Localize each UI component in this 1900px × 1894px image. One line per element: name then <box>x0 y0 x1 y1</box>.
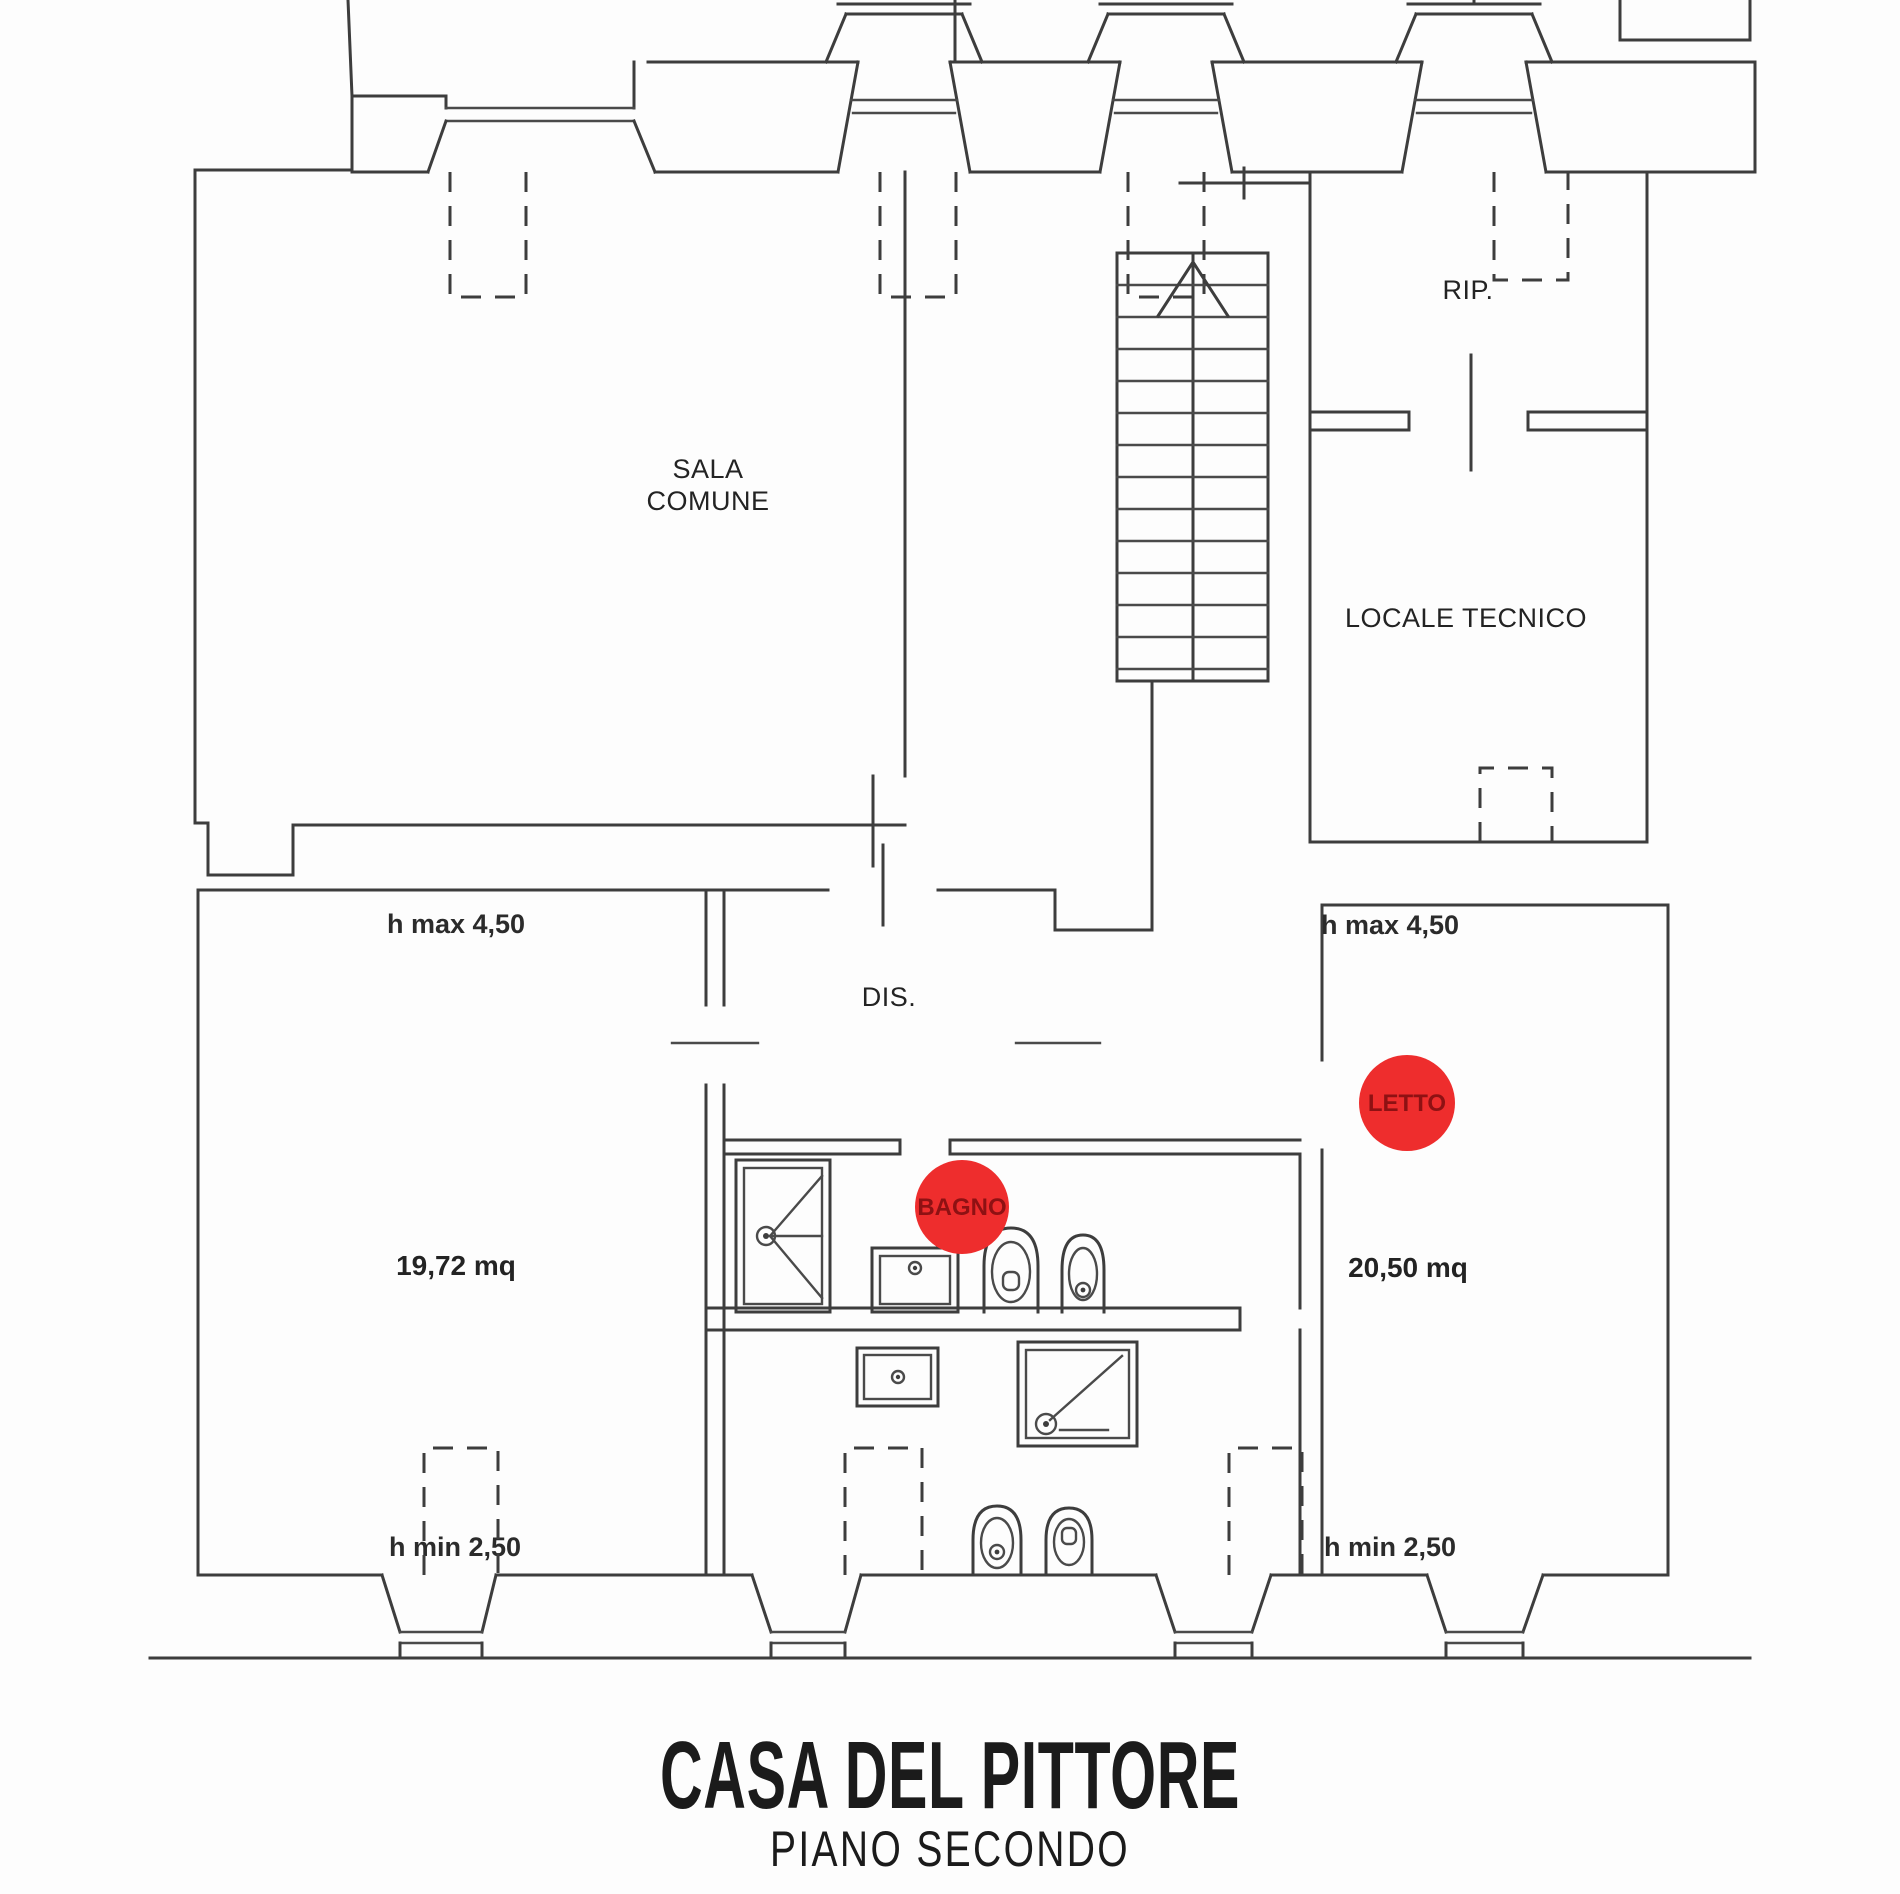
plan-subtitle: PIANO SECONDO <box>770 1821 1130 1877</box>
room-label-dis: DIS. <box>862 982 917 1012</box>
bottom-exterior-wall <box>148 1573 1752 1660</box>
window-bottom-4 <box>1425 1573 1545 1660</box>
window-top-1 <box>426 60 657 174</box>
bathroom-2 <box>843 1340 1139 1575</box>
title-block: CASA DEL PITTORE PIANO SECONDO <box>660 1722 1240 1877</box>
bathroom-divider-wall <box>704 1306 1242 1332</box>
exterior-top-wall <box>193 0 1757 299</box>
dis-corridor: DIS. <box>196 843 1670 1045</box>
letto-marker: LETTO <box>1359 1055 1455 1151</box>
area-label-right: 20,50 mq <box>1348 1252 1468 1283</box>
room-label-locale-tecnico: LOCALE TECNICO <box>1345 603 1587 633</box>
sink-1 <box>870 1246 960 1314</box>
adjacent-structure-lines <box>953 0 1752 64</box>
letto-marker-label: LETTO <box>1368 1090 1446 1117</box>
bedroom-right: h max 4,50 20,50 mq h min 2,50 <box>1227 903 1670 1577</box>
bagno-marker: BAGNO <box>915 1160 1009 1254</box>
wall-niche <box>843 1446 924 1575</box>
bidet-drain-icon <box>988 1543 1006 1561</box>
bagno-marker-label: BAGNO <box>917 1194 1006 1221</box>
bathroom-1 <box>722 1138 1302 1577</box>
room-label-sala-comune: SALA <box>672 454 743 484</box>
window-bottom-2 <box>750 1573 863 1660</box>
bidet-2 <box>971 1504 1023 1574</box>
shower-tray-1 <box>734 1158 832 1314</box>
wall-niche <box>448 172 528 299</box>
faucet-icon <box>890 1369 906 1385</box>
bidet-drain-icon <box>1074 1281 1092 1299</box>
drain-icon <box>1034 1412 1058 1436</box>
plan-title: CASA DEL PITTORE <box>660 1722 1240 1829</box>
window-bottom-1 <box>380 1573 498 1660</box>
bidet-1 <box>1060 1233 1106 1314</box>
wall-niche <box>878 172 958 299</box>
dim-h-max-left: h max 4,50 <box>387 909 525 939</box>
dim-h-min-right: h min 2,50 <box>1324 1532 1456 1562</box>
bedroom-left: h max 4,50 19,72 mq h min 2,50 <box>196 888 726 1577</box>
wall-niche <box>1227 1446 1304 1575</box>
window-top-2 <box>836 60 972 174</box>
chimney-hood-icon <box>824 2 1554 64</box>
shower-tray-2 <box>1016 1340 1139 1448</box>
faucet-icon <box>907 1260 923 1276</box>
landing-section-mark <box>1178 166 1312 200</box>
room-label-rip: RIP. <box>1442 275 1493 305</box>
toilet-1 <box>982 1226 1040 1314</box>
toilet-outlet-icon <box>1060 1526 1078 1546</box>
drain-icon <box>755 1225 777 1247</box>
toilet-2 <box>1044 1506 1094 1574</box>
locale-tecnico-room: LOCALE TECNICO <box>1308 603 1649 844</box>
dim-h-max-right: h max 4,50 <box>1321 910 1459 940</box>
wall-niche <box>1478 766 1554 842</box>
toilet-outlet-icon <box>1001 1270 1021 1292</box>
rip-room: RIP. <box>1308 170 1649 844</box>
letto-marker-circle <box>1359 1055 1455 1151</box>
window-bottom-3 <box>1154 1573 1273 1660</box>
bagno-marker-circle <box>915 1160 1009 1254</box>
area-label-left: 19,72 mq <box>396 1250 516 1281</box>
sala-comune-room: SALA COMUNE <box>193 168 907 877</box>
wall-niche <box>1492 172 1570 282</box>
stair-direction-arrow-icon <box>1155 259 1231 319</box>
sink-2 <box>855 1346 940 1408</box>
staircase <box>1115 166 1312 932</box>
room-label-sala-comune-2: COMUNE <box>647 486 770 516</box>
window-top-4 <box>1400 60 1548 174</box>
dim-h-min-left: h min 2,50 <box>389 1532 521 1562</box>
window-top-3 <box>1098 60 1234 174</box>
